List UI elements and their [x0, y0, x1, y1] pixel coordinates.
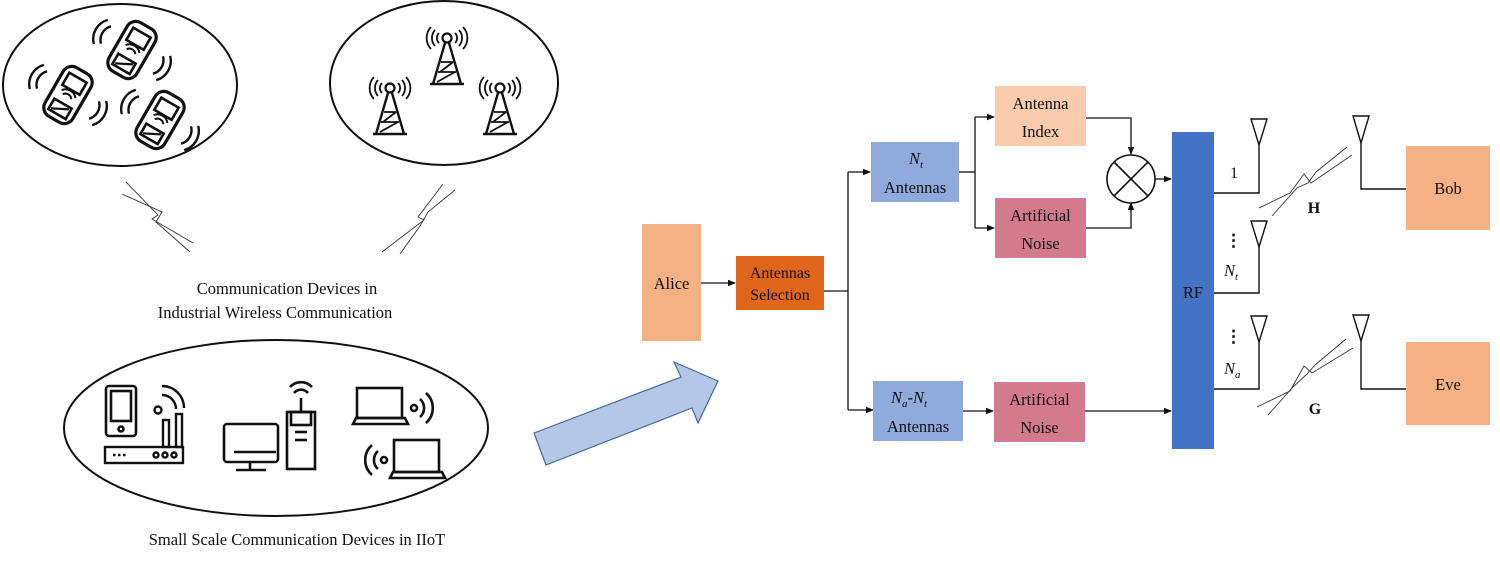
tx-antenna-label-1: 1 [1230, 165, 1238, 182]
router-icon [103, 384, 186, 465]
antenna-icon [1250, 118, 1268, 148]
eve-label: Eve [1435, 375, 1461, 394]
laptop-icon [350, 386, 435, 426]
antenna-icon [1250, 220, 1268, 250]
ellipsis-vertical: ⋮ [1225, 231, 1242, 250]
pc-tower-icon [285, 380, 317, 471]
big-right-arrow-icon [533, 360, 719, 466]
caption-industrial-line2: Industrial Wireless Communication [158, 303, 393, 322]
caption-iiot: Small Scale Communication Devices in IIo… [149, 530, 445, 549]
artificial-noise-top-block [995, 198, 1086, 258]
nt-symbol: N [1223, 261, 1236, 280]
antenna-index-block [995, 86, 1086, 146]
antenna-selection-block [736, 256, 824, 310]
devices-ellipse [63, 339, 489, 517]
na-nt-antennas-block [873, 381, 963, 441]
nt-antennas-label: Antennas [884, 178, 946, 197]
antenna-selection-label-line1: Antennas [750, 265, 810, 282]
nt-antennas-symbol: Nt [908, 149, 924, 171]
alice-label: Alice [654, 274, 690, 293]
car-icon [108, 73, 212, 167]
na-subscript: a [902, 398, 908, 410]
antenna-index-label-line1: Antenna [1013, 94, 1070, 113]
nt-symbol: N [908, 149, 921, 168]
antenna-icon [1250, 315, 1268, 345]
bob-label: Bob [1434, 179, 1462, 198]
channel-h-label: H [1308, 200, 1321, 217]
devices-group [63, 339, 489, 517]
channel-g-label: G [1309, 401, 1322, 418]
upper-split-connector [959, 113, 995, 232]
na-nt-antennas-label: Antennas [887, 417, 949, 436]
rf-label: RF [1183, 283, 1203, 302]
multiplier-icon [1106, 154, 1156, 204]
laptop-icon [363, 438, 448, 480]
tx-antenna-label-nt: Nt [1223, 261, 1239, 283]
bob-block [1406, 146, 1490, 230]
tx-antenna-nt [1214, 220, 1268, 294]
desktop-icon [222, 422, 280, 472]
rx-antenna-eve [1352, 314, 1406, 390]
rx-antenna-bob [1352, 115, 1406, 190]
alice-block [642, 224, 701, 341]
tx-antenna-1 [1214, 118, 1268, 194]
artificial-noise-bottom-label-line1: Artificial [1009, 390, 1070, 409]
nt-subscript: t [1235, 271, 1239, 283]
channel-g-lightning-icon [1256, 338, 1354, 416]
caption-industrial-line1: Communication Devices in [197, 279, 378, 298]
antenna-icon [1352, 115, 1370, 146]
nt-symbol: N [912, 388, 925, 407]
na-nt-symbol: Na-Nt [890, 388, 928, 410]
split-connector [824, 168, 874, 414]
na-subscript: a [1235, 369, 1241, 381]
tx-antenna-label-na: Na [1223, 359, 1241, 381]
antenna-selection-label-line2: Selection [750, 287, 810, 304]
lightning-link-icon [381, 183, 456, 255]
nt-subscript: t [920, 159, 924, 171]
antenna-index-label-line2: Index [1022, 122, 1060, 141]
car-icon [16, 48, 120, 142]
cars-group [2, 3, 238, 167]
towers-group [329, 0, 559, 166]
car-icon [80, 3, 184, 97]
nt-antennas-block [871, 142, 959, 202]
minus-sign: - [908, 388, 914, 407]
multiplier-connectors [1086, 117, 1172, 229]
na-symbol: N [890, 388, 903, 407]
rf-block [1172, 132, 1214, 449]
nt-subscript: t [924, 398, 928, 410]
na-symbol: N [1223, 359, 1236, 378]
towers-ellipse [329, 0, 559, 166]
artificial-noise-bottom-label-line2: Noise [1020, 418, 1059, 437]
artificial-noise-bottom-block [994, 382, 1085, 442]
ellipsis-vertical: ⋮ [1225, 327, 1242, 346]
cell-tower-icon [425, 25, 469, 86]
cars-ellipse [2, 3, 238, 167]
channel-h-lightning-icon [1258, 146, 1353, 217]
artificial-noise-top-label-line2: Noise [1021, 234, 1060, 253]
cell-tower-icon [368, 75, 412, 136]
tablet-icon [104, 384, 138, 438]
lightning-link-icon [121, 181, 194, 253]
eve-block [1406, 342, 1490, 425]
cell-tower-icon [478, 75, 522, 136]
artificial-noise-top-label-line1: Artificial [1010, 206, 1071, 225]
antenna-icon [1352, 314, 1370, 344]
tx-antenna-na [1214, 315, 1268, 390]
